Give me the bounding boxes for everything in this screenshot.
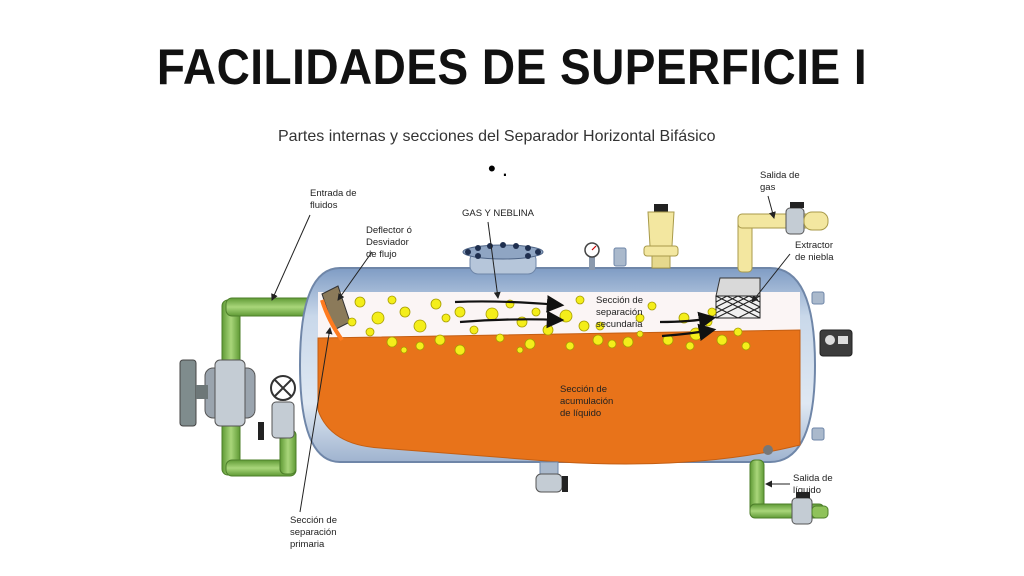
bubble bbox=[399, 306, 411, 318]
gas-outlet-piping bbox=[737, 202, 829, 273]
diagram-subtitle: Partes internas y secciones del Separado… bbox=[278, 128, 716, 145]
mist-extractor-icon bbox=[715, 277, 761, 319]
bubble bbox=[430, 298, 442, 310]
top-nozzle bbox=[613, 247, 627, 267]
bullet-dots: • . bbox=[488, 156, 508, 181]
bubble bbox=[469, 325, 479, 335]
bubble bbox=[495, 333, 505, 343]
bubble bbox=[516, 346, 524, 354]
liquid-section bbox=[317, 329, 801, 465]
bubble bbox=[635, 313, 645, 323]
bubble bbox=[454, 344, 466, 356]
bubble bbox=[707, 307, 717, 317]
bubble bbox=[413, 319, 427, 333]
label-inlet: Entrada de fluidos bbox=[310, 188, 359, 211]
bubble bbox=[371, 311, 385, 325]
right-nozzles bbox=[763, 291, 853, 455]
label-secondary-section: Sección de separación secundaria bbox=[596, 295, 646, 330]
bubble bbox=[647, 301, 657, 311]
bubble bbox=[607, 339, 617, 349]
top-manway bbox=[462, 242, 544, 275]
diagram-labels: Entrada de fluidos Deflector ó Desviador… bbox=[290, 170, 836, 550]
inlet-piping bbox=[179, 297, 327, 477]
bubble bbox=[485, 307, 499, 321]
bubble bbox=[387, 295, 397, 305]
bubble bbox=[565, 341, 575, 351]
bubble bbox=[592, 334, 604, 346]
leader-lines bbox=[271, 195, 791, 513]
bubble bbox=[716, 334, 728, 346]
bubble bbox=[365, 327, 375, 337]
liquid-outlet-piping bbox=[749, 459, 829, 525]
label-mist-extractor: Extractor de niebla bbox=[795, 240, 836, 263]
label-gas-mist: GAS Y NEBLINA bbox=[462, 208, 535, 219]
slide-title: FACILIDADES DE SUPERFICIE I bbox=[156, 39, 868, 95]
bubble bbox=[441, 313, 451, 323]
bubble bbox=[354, 296, 366, 308]
bubble bbox=[542, 324, 554, 336]
bubble bbox=[595, 321, 605, 331]
bubble bbox=[347, 317, 357, 327]
bubble bbox=[578, 320, 590, 332]
bubble bbox=[685, 341, 695, 351]
drain-valve-icon bbox=[535, 461, 568, 493]
label-accumulation-section: Sección de acumulación de líquido bbox=[560, 384, 616, 419]
flow-arrows bbox=[454, 295, 717, 342]
bubble bbox=[454, 306, 466, 318]
bubble bbox=[434, 334, 446, 346]
label-primary-section: Sección de separación primaria bbox=[290, 515, 340, 550]
bubble bbox=[636, 330, 644, 338]
bubble bbox=[741, 341, 751, 351]
bubble bbox=[400, 346, 408, 354]
bubble bbox=[575, 295, 585, 305]
pressure-gauge-icon bbox=[584, 242, 600, 270]
bubble bbox=[386, 336, 398, 348]
bubble bbox=[415, 341, 425, 351]
label-liquid-outlet: Salida de líquido bbox=[793, 473, 835, 496]
relief-valve-icon bbox=[643, 204, 679, 269]
bubble bbox=[622, 336, 634, 348]
bubble bbox=[524, 338, 536, 350]
label-deflector: Deflector ó Desviador de flujo bbox=[366, 225, 415, 260]
bubble bbox=[733, 327, 743, 337]
label-gas-outlet: Salida de gas bbox=[760, 170, 802, 193]
bubble bbox=[531, 307, 541, 317]
bubble bbox=[559, 309, 573, 323]
